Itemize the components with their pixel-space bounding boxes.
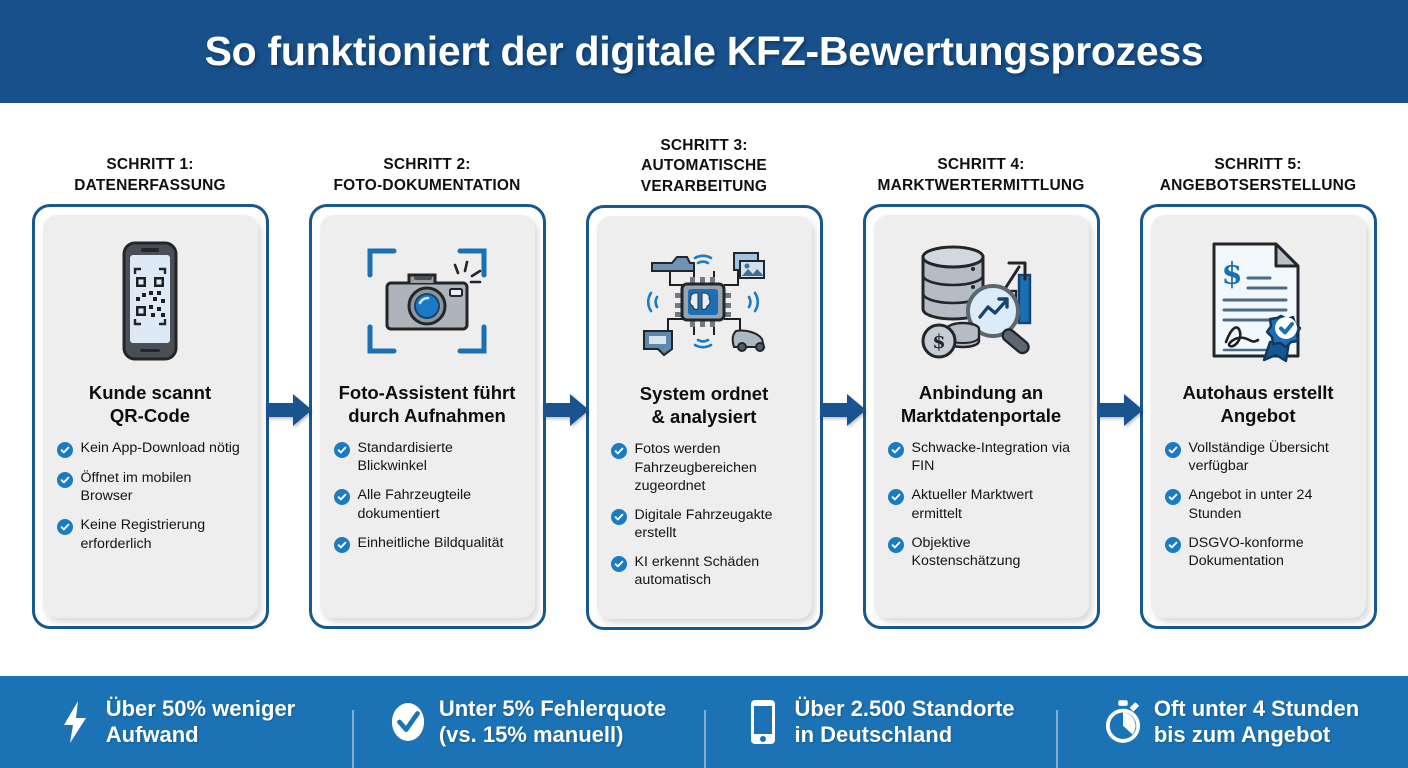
- step-label-2: SCHRITT 2:FOTO-DOKUMENTATION: [333, 156, 521, 194]
- check-circle-icon: [1164, 442, 1181, 458]
- step-column-4: SCHRITT 4:MARKTWERTERMITTLUNG: [862, 103, 1143, 629]
- smartphone-icon: [745, 699, 781, 745]
- step-card-5[interactable]: $: [1139, 204, 1377, 629]
- lightning-bolt-icon: [57, 700, 93, 744]
- step-label-5: SCHRITT 5:ANGEBOTSERSTELLUNG: [1159, 156, 1357, 194]
- bullet-item: Alle Fahrzeugteile dokumentiert: [333, 486, 523, 522]
- database-chart-magnifier-icon: $: [886, 231, 1077, 371]
- steps-container: SCHRITT 1:DATENERFASSUNG: [0, 103, 1408, 668]
- arrow-step-3-to-4: [819, 393, 866, 427]
- certified-document-icon: $: [1163, 231, 1354, 371]
- step-bullets-1: Kein App-Download nötig Öffnet im mobile…: [55, 439, 246, 564]
- bullet-text: Alle Fahrzeugteile dokumentiert: [357, 487, 472, 522]
- step-bullets-2: Standardisierte Blickwinkel Alle Fahrzeu…: [332, 439, 523, 564]
- stat-text: Unter 5% Fehlerquote(vs. 15% manuell): [438, 695, 667, 747]
- check-circle-icon: [1164, 536, 1181, 553]
- check-circle-icon: [333, 442, 350, 458]
- bullet-text: Aktueller Marktwert ermittelt: [911, 487, 1033, 522]
- bullet-text: Vollständige Übersicht verfügbar: [1188, 440, 1329, 475]
- bullet-text: Kein App-Download nötig: [80, 440, 240, 456]
- stat-item-error-rate: Unter 5% Fehlerquote(vs. 15% manuell): [352, 695, 704, 768]
- check-circle-icon: [610, 508, 627, 525]
- check-circle-icon: [56, 519, 73, 536]
- bullet-item: Fotos werden Fahrzeugbereichen zugeordne…: [610, 440, 800, 495]
- ai-chip-brain-icon: [609, 232, 800, 372]
- check-circle-icon: [887, 536, 904, 553]
- check-circle-icon: [610, 443, 627, 460]
- bullet-item: DSGVO-konforme Dokumentation: [1164, 534, 1354, 570]
- step-bullets-3: Fotos werden Fahrzeugbereichen zugeordne…: [609, 440, 800, 600]
- bullet-text: Keine Registrierung erforderlich: [80, 517, 206, 552]
- stopwatch-icon: [1105, 699, 1141, 745]
- check-circle-icon: [887, 442, 904, 458]
- step-column-2: SCHRITT 2:FOTO-DOKUMENTATION: [308, 103, 589, 629]
- arrow-step-1-to-2: [265, 393, 312, 427]
- bullet-item: Angebot in unter 24 Stunden: [1164, 486, 1354, 522]
- bullet-text: Öffnet im mobilen Browser: [80, 470, 192, 505]
- svg-text:$: $: [1222, 257, 1243, 292]
- step-label-4: SCHRITT 4:MARKTWERTERMITTLUNG: [877, 156, 1085, 194]
- check-circle-icon: [1164, 489, 1181, 506]
- step-column-5: SCHRITT 5:ANGEBOTSERSTELLUNG $: [1139, 103, 1377, 629]
- step-title-3: System ordnet& analysiert: [639, 383, 769, 428]
- step-bullets-4: Schwacke-Integration via FIN Aktueller M…: [886, 439, 1077, 581]
- camera-viewfinder-icon: [332, 231, 523, 371]
- bullet-item: Standardisierte Blickwinkel: [333, 439, 523, 475]
- bullet-item: KI erkennt Schäden automatisch: [610, 553, 800, 589]
- bullet-item: Öffnet im mobilen Browser: [56, 469, 246, 505]
- bullet-text: Angebot in unter 24 Stunden: [1188, 487, 1313, 522]
- header-bar: So funktioniert der digitale KFZ-Bewertu…: [0, 0, 1408, 103]
- bullet-text: Standardisierte Blickwinkel: [357, 440, 453, 475]
- svg-text:$: $: [932, 331, 945, 353]
- check-circle-icon: [887, 489, 904, 506]
- page-title: So funktioniert der digitale KFZ-Bewertu…: [204, 28, 1204, 74]
- bullet-item: Aktueller Marktwert ermittelt: [887, 486, 1077, 522]
- bullet-item: Schwacke-Integration via FIN: [887, 439, 1077, 475]
- bullet-text: Fotos werden Fahrzeugbereichen zugeordne…: [634, 441, 757, 494]
- check-circle-icon: [390, 701, 426, 743]
- arrow-step-4-to-5: [1096, 393, 1143, 427]
- bullet-text: Objektive Kostenschätzung: [911, 534, 1021, 569]
- step-bullets-5: Vollständige Übersicht verfügbar Angebot…: [1163, 439, 1354, 581]
- step-card-3[interactable]: System ordnet& analysiert Fotos werden F…: [585, 205, 823, 631]
- check-circle-icon: [333, 489, 350, 506]
- bullet-text: Digitale Fahrzeugakte erstellt: [634, 506, 773, 542]
- bullet-text: Einheitliche Bildqualität: [357, 534, 504, 551]
- bullet-item: Kein App-Download nötig: [56, 439, 246, 458]
- bullet-item: Objektive Kostenschätzung: [887, 534, 1077, 570]
- arrow-step-2-to-3: [542, 393, 589, 427]
- check-circle-icon: [610, 556, 627, 573]
- smartphone-qr-code-icon: [55, 231, 246, 371]
- step-column-1: SCHRITT 1:DATENERFASSUNG: [31, 103, 312, 629]
- step-label-1: SCHRITT 1:DATENERFASSUNG: [74, 156, 226, 194]
- check-circle-icon: [56, 442, 73, 458]
- bullet-item: Vollständige Übersicht verfügbar: [1164, 439, 1354, 475]
- bullet-item: Digitale Fahrzeugakte erstellt: [610, 506, 800, 542]
- bullet-text: KI erkennt Schäden automatisch: [634, 554, 760, 589]
- bullet-item: Keine Registrierung erforderlich: [56, 516, 246, 552]
- bullet-item: Einheitliche Bildqualität: [333, 534, 523, 553]
- check-circle-icon: [56, 472, 73, 488]
- bullet-text: DSGVO-konforme Dokumentation: [1188, 534, 1304, 569]
- bullet-text: Schwacke-Integration via FIN: [911, 440, 1071, 475]
- check-circle-icon: [333, 536, 350, 553]
